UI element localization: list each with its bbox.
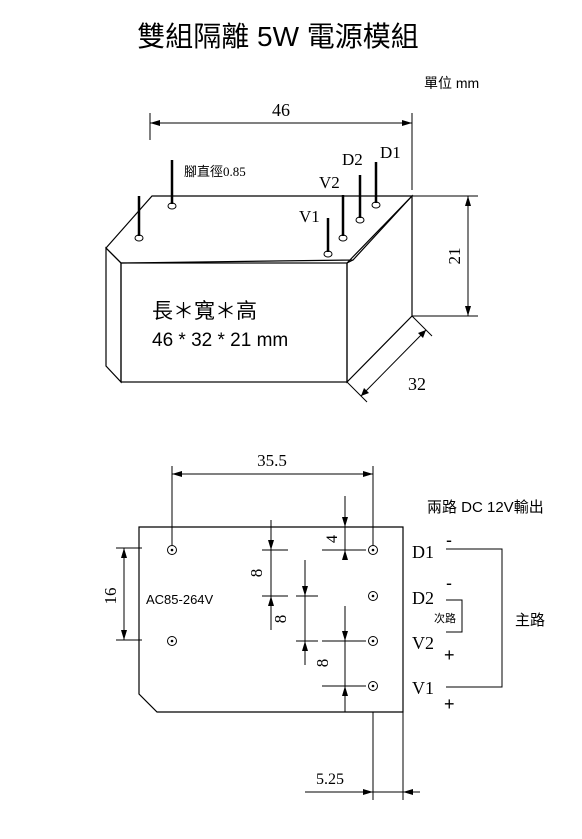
left-dim-label: 16 xyxy=(101,588,120,605)
pitch1-dim-label: 8 xyxy=(247,569,266,578)
pin-label-v1: V1 xyxy=(412,678,434,698)
top-pin-label-d2: D2 xyxy=(342,150,363,169)
pitch1-arrow-top xyxy=(268,540,274,550)
input-voltage-label: AC85-264V xyxy=(146,592,214,607)
width-dim-label: 46 xyxy=(272,100,290,120)
gap-arrow-top xyxy=(342,517,348,527)
depth-arrow-top xyxy=(418,330,426,338)
output-pin-v1 xyxy=(368,681,378,691)
output-pin-d1 xyxy=(368,545,378,555)
top-pin-label-d1: D1 xyxy=(380,143,401,162)
span-dim-label: 35.5 xyxy=(257,451,287,470)
depth-ext-bottom xyxy=(346,381,368,403)
sign-d2: - xyxy=(446,573,452,593)
edge-arrow-left xyxy=(363,789,373,795)
edge-dim-label: 5.25 xyxy=(316,771,344,788)
sign-v1: + xyxy=(444,694,455,714)
main-label: 主路 xyxy=(515,612,545,629)
sign-d1: - xyxy=(446,530,452,550)
edge-arrow-right xyxy=(403,789,413,795)
pin-diameter-note: 腳直徑0.85 xyxy=(184,164,246,179)
isometric-view: 46 腳直徑0.85 D1 D2 V2 V1 xyxy=(105,100,478,403)
span-arrow-left xyxy=(172,471,182,477)
gap-arrow-bottom xyxy=(342,550,348,560)
box-left-face xyxy=(105,246,122,384)
box-top-face xyxy=(105,195,414,264)
pin-center xyxy=(371,639,375,643)
top-pin-label-v1: V1 xyxy=(299,207,320,226)
pitch2-dim-label: 8 xyxy=(271,615,290,624)
pin-label-v2: V2 xyxy=(412,633,434,653)
secondary-label: 次路 xyxy=(434,611,456,625)
pitch2-arrow-bottom xyxy=(302,641,308,651)
pin-center xyxy=(371,594,375,598)
input-pin-2 xyxy=(167,636,177,646)
main-bracket xyxy=(446,548,503,688)
pitch3-arrow-top xyxy=(342,631,348,641)
pin-center xyxy=(170,639,174,643)
output-pin-v2 xyxy=(368,636,378,646)
pitch3-arrow-bottom xyxy=(342,686,348,696)
body-text-line2: 46 * 32 * 21 mm xyxy=(152,330,288,351)
pin-center xyxy=(371,548,375,552)
pitch2-arrow-top xyxy=(302,586,308,596)
left-arrow-bottom xyxy=(121,630,127,640)
pitch1-arrow-bottom xyxy=(268,596,274,606)
depth-dim-line xyxy=(360,329,427,397)
output-pin-d2 xyxy=(368,591,378,601)
width-arrow-left xyxy=(150,120,160,126)
gap-dim-label: 4 xyxy=(324,535,341,543)
sign-v2: + xyxy=(444,645,455,665)
page-title: 雙組隔離 5W 電源模組 xyxy=(137,21,419,52)
height-arrow-bottom xyxy=(465,306,471,316)
depth-arrow-bottom xyxy=(361,388,369,396)
secondary-bracket xyxy=(446,599,463,633)
pin-center xyxy=(371,684,375,688)
input-pin-1 xyxy=(167,545,177,555)
box-edge xyxy=(346,259,354,264)
unit-note: 單位 mm xyxy=(424,75,479,91)
height-arrow-top xyxy=(465,196,471,206)
height-dim-label: 21 xyxy=(445,248,464,265)
board-outline xyxy=(138,526,404,713)
top-pins xyxy=(134,160,381,258)
depth-ext-top xyxy=(411,315,433,337)
body-text-line1: 長＊寬＊高 xyxy=(152,300,257,323)
pin-layout-view: 35.5 16 AC85-264V 4 xyxy=(101,451,545,800)
span-arrow-right xyxy=(363,471,373,477)
width-arrow-right xyxy=(402,120,412,126)
output-title: 兩路 DC 12V輸出 xyxy=(427,499,544,516)
pin-label-d1: D1 xyxy=(412,542,434,562)
depth-dim-label: 32 xyxy=(408,374,426,394)
pin-center xyxy=(170,548,174,552)
pin-label-d2: D2 xyxy=(412,588,434,608)
pitch3-dim-label: 8 xyxy=(313,659,332,668)
left-arrow-top xyxy=(121,548,127,558)
top-pin-label-v2: V2 xyxy=(319,173,340,192)
